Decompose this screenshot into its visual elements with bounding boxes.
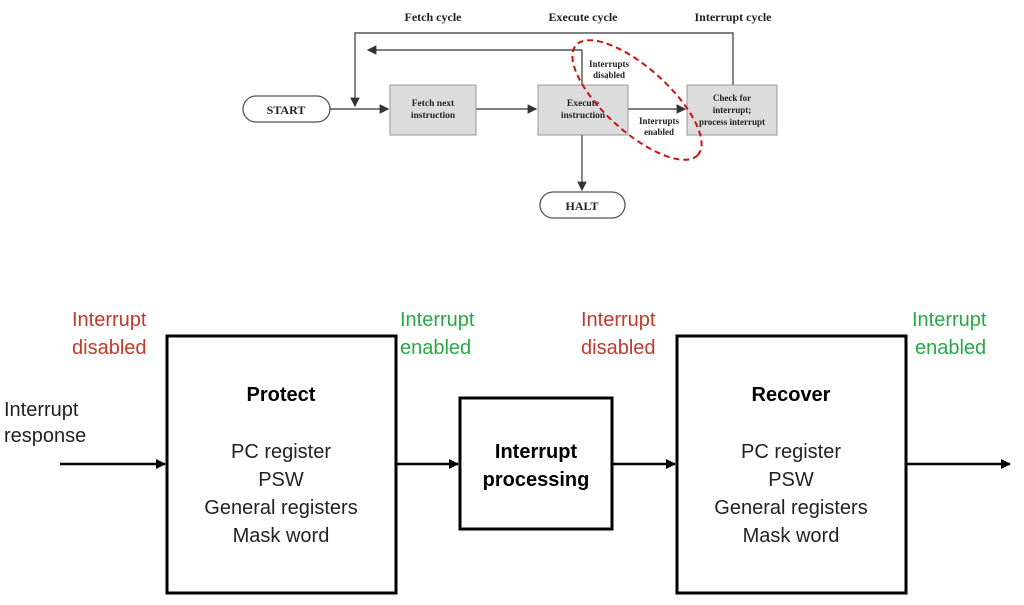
interrupt-enabled-label-2-line-2: enabled	[915, 337, 986, 359]
interrupt-response-line-1: Interrupt	[4, 399, 79, 421]
interrupts-disabled-return-line	[366, 45, 583, 85]
interrupt-processing-box	[458, 396, 614, 531]
start-label: START	[267, 103, 306, 117]
interrupt-disabled-label-1-line-1: Interrupt	[72, 309, 147, 331]
check-for-interrupt-box	[686, 84, 778, 136]
recover-box	[675, 334, 908, 595]
interrupt-handling-flow: Interrupt response Interrupt disabled In…	[4, 309, 1011, 595]
processing-label-line-2: processing	[483, 469, 590, 491]
fetch-next-instruction-box	[389, 84, 477, 136]
fetch-label-line-1: Fetch next	[412, 99, 455, 109]
halt-node	[539, 191, 626, 219]
interrupt-highlight-ellipse	[571, 39, 703, 161]
protect-box	[165, 334, 398, 595]
execute-label-line-2: instruction	[561, 111, 606, 121]
interrupt-enabled-label-1-line-2: enabled	[400, 337, 471, 359]
interrupt-return-line	[350, 32, 734, 108]
recover-title: Recover	[752, 384, 831, 406]
recover-item-mask-word: Mask word	[743, 525, 840, 547]
execute-instruction-box	[537, 84, 629, 136]
interrupt-enabled-label-2-line-1: Interrupt	[912, 309, 987, 331]
interrupts-disabled-line-1: Interrupts	[589, 59, 629, 69]
execute-cycle-label: Execute cycle	[549, 10, 619, 24]
interrupt-disabled-label-2-line-2: disabled	[581, 337, 656, 359]
interrupt-disabled-label-1-line-2: disabled	[72, 337, 147, 359]
protect-title: Protect	[247, 384, 316, 406]
protect-item-general-registers: General registers	[204, 497, 357, 519]
fetch-label-line-2: instruction	[411, 111, 456, 121]
recover-item-psw: PSW	[768, 469, 814, 491]
halt-label: HALT	[566, 199, 599, 213]
fetch-cycle-label: Fetch cycle	[405, 10, 463, 24]
execute-label-line-1: Execute	[567, 99, 599, 109]
recover-item-pc-register: PC register	[741, 441, 841, 463]
interrupt-enabled-label-1-line-1: Interrupt	[400, 309, 475, 331]
protect-item-psw: PSW	[258, 469, 304, 491]
instruction-cycle-diagram: Fetch cycle Execute cycle Interrupt cycl…	[242, 10, 778, 219]
check-label-line-1: Check for	[713, 93, 751, 103]
check-label-line-3: process interrupt	[699, 117, 765, 127]
interrupt-cycle-label: Interrupt cycle	[695, 10, 773, 24]
processing-label-line-1: Interrupt	[495, 441, 578, 463]
interrupts-disabled-line-2: disabled	[593, 70, 625, 80]
interrupts-enabled-line-1: Interrupts	[639, 116, 679, 126]
protect-item-mask-word: Mask word	[233, 525, 330, 547]
interrupt-response-line-2: response	[4, 425, 86, 447]
interrupt-disabled-label-2-line-1: Interrupt	[581, 309, 656, 331]
protect-item-pc-register: PC register	[231, 441, 331, 463]
interrupts-enabled-line-2: enabled	[644, 127, 674, 137]
check-label-line-2: interrupt;	[713, 105, 752, 115]
recover-item-general-registers: General registers	[714, 497, 867, 519]
